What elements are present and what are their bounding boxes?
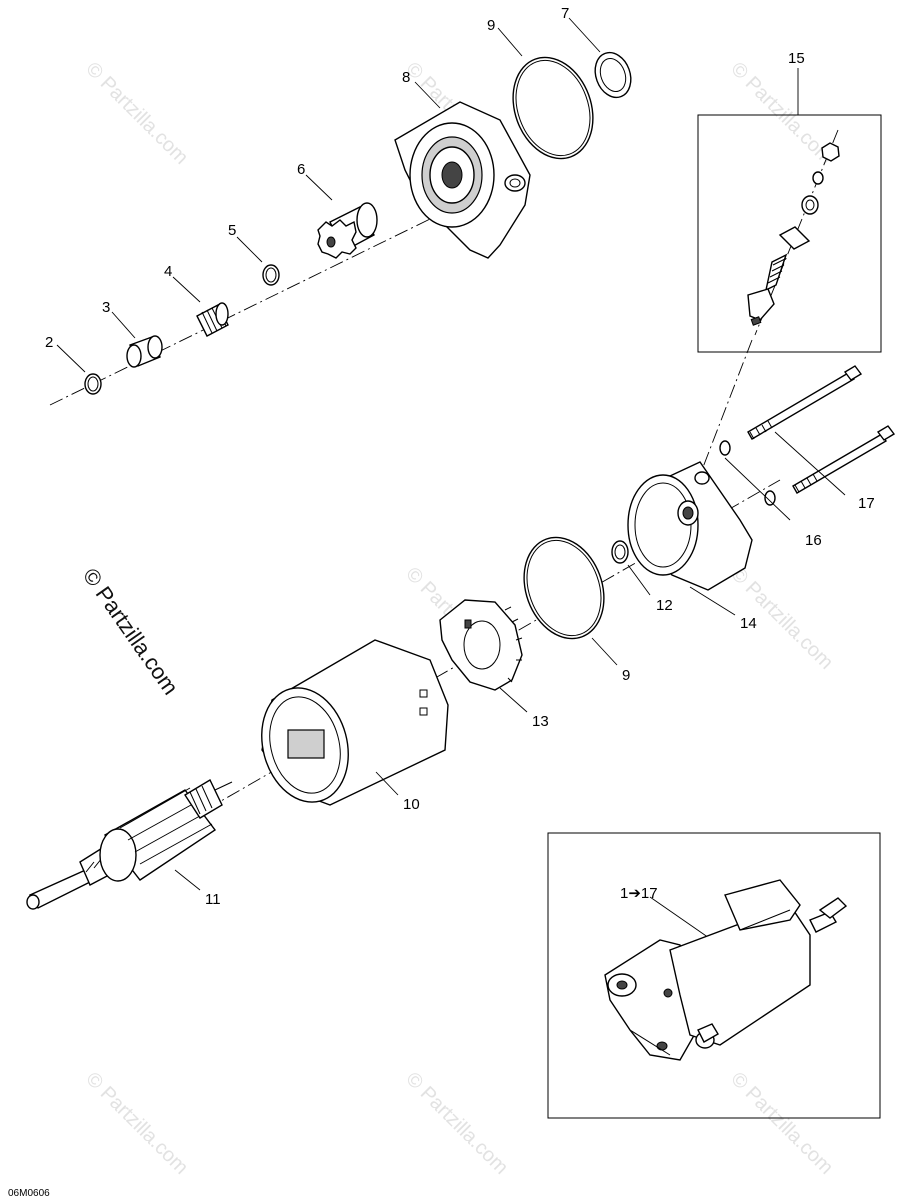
part-2-washer bbox=[84, 373, 102, 395]
callout-5: 5 bbox=[228, 222, 236, 239]
part-3-bushing bbox=[126, 335, 163, 368]
watermark-faint-7: © Partzilla.com bbox=[401, 1068, 512, 1179]
callout-10: 10 bbox=[403, 796, 420, 813]
leaders-upper bbox=[56, 17, 601, 373]
callout-13: 13 bbox=[532, 713, 549, 730]
callout-14: 14 bbox=[740, 615, 757, 632]
watermark-faint-3: © Partzilla.com bbox=[726, 58, 837, 169]
part-10-frame bbox=[261, 639, 449, 806]
part-5-oring bbox=[262, 264, 280, 286]
part-8-drive-housing bbox=[394, 101, 531, 259]
part-13-brush-plate bbox=[439, 599, 523, 691]
detail-box-15 bbox=[697, 114, 882, 353]
part-17-through-bolts bbox=[747, 365, 896, 494]
part-7-seal bbox=[594, 51, 632, 99]
callout-6: 6 bbox=[297, 161, 305, 178]
part-9-oring-lower bbox=[523, 536, 605, 640]
callout-labels: 7 9 8 6 5 4 3 2 15 17 16 12 14 9 13 10 1… bbox=[45, 5, 875, 908]
axis-detail-link bbox=[699, 339, 753, 476]
callout-11: 11 bbox=[205, 891, 221, 908]
detail-15-hardware bbox=[747, 129, 840, 336]
callout-4: 4 bbox=[164, 263, 172, 280]
callout-7: 7 bbox=[561, 5, 569, 22]
assembly-label: 1➔17 bbox=[620, 885, 658, 902]
part-11-armature bbox=[26, 779, 233, 910]
callout-3: 3 bbox=[102, 299, 110, 316]
watermark-faint-6: © Partzilla.com bbox=[81, 1068, 192, 1179]
part-4-spring bbox=[196, 302, 229, 337]
assembled-view-box bbox=[547, 832, 881, 1119]
callout-2: 2 bbox=[45, 334, 53, 351]
callout-15: 15 bbox=[788, 50, 805, 67]
callout-9-lower: 9 bbox=[622, 667, 630, 684]
watermark-partzilla: © Partzilla.com bbox=[78, 564, 184, 700]
part-9-oring-upper bbox=[512, 56, 594, 160]
callout-17: 17 bbox=[858, 495, 875, 512]
drawing-code: 06M0606 bbox=[8, 1188, 50, 1199]
part-16-washers bbox=[719, 440, 776, 506]
assembled-starter-motor bbox=[604, 879, 848, 1061]
part-14-end-cap bbox=[627, 461, 753, 591]
part-6-pinion bbox=[317, 202, 378, 259]
watermark-faint-1: © Partzilla.com bbox=[81, 58, 192, 169]
callout-16: 16 bbox=[805, 532, 822, 549]
watermark-faint-8: © Partzilla.com bbox=[726, 1068, 837, 1179]
leaders-lower bbox=[174, 431, 846, 891]
callout-8: 8 bbox=[402, 69, 410, 86]
callout-12: 12 bbox=[656, 597, 673, 614]
callout-9-upper: 9 bbox=[487, 17, 495, 34]
part-12-washer bbox=[611, 540, 629, 564]
